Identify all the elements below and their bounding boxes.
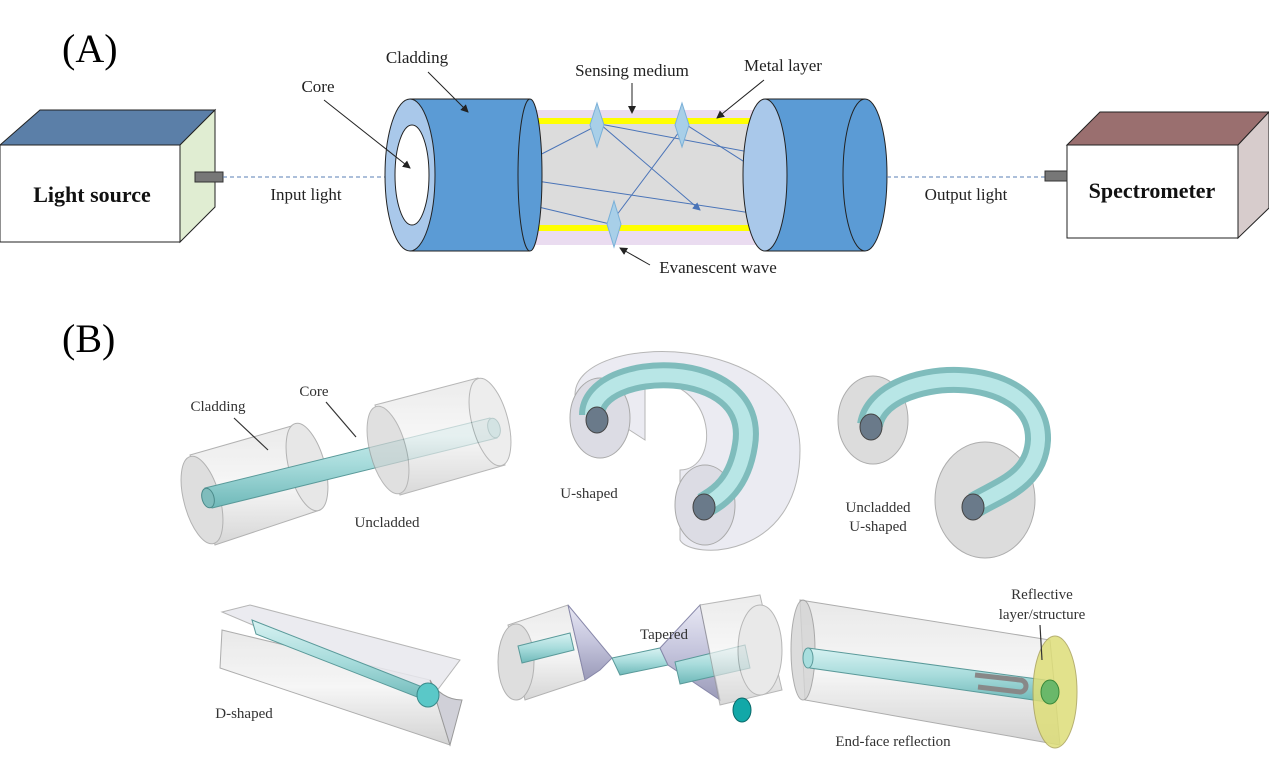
left-cladding-cylinder [384, 98, 543, 252]
uncladded-fiber [180, 377, 512, 546]
light-source-label: Light source [33, 182, 151, 207]
core-leader [323, 99, 411, 169]
core-label: Core [301, 77, 334, 96]
sensing-region [520, 110, 765, 245]
cladding-leader [427, 71, 469, 113]
unclad-cladding-label: Cladding [191, 399, 246, 415]
input-light-label: Input light [270, 185, 342, 204]
reflective-layer-leader [1039, 624, 1043, 661]
u-shaped-fiber [569, 351, 801, 551]
uncladded-u-line1: Uncladded [846, 500, 911, 516]
uncladded-label: Uncladded [355, 515, 420, 531]
evanescent-wave-marks [589, 101, 690, 249]
sensing-medium-label: Sensing medium [575, 61, 689, 80]
tapered-label: Tapered [640, 627, 689, 643]
evanescent-wave-label: Evanescent wave [659, 258, 777, 277]
uncladded-u-line2: U-shaped [849, 519, 907, 535]
end-face-line1: Reflective [1011, 587, 1073, 603]
end-face-reflection-fiber [790, 599, 1078, 749]
light-source-box [0, 108, 224, 244]
panel-b-label: (B) [62, 316, 115, 361]
end-face-line2: layer/structure [999, 607, 1086, 623]
right-cladding-cylinder [742, 98, 888, 252]
output-light-label: Output light [925, 185, 1008, 204]
u-shaped-label: U-shaped [560, 486, 618, 502]
metal-layer-leader [716, 79, 765, 119]
metal-layer-label: Metal layer [744, 56, 822, 75]
unclad-core-label: Core [299, 384, 329, 400]
spectrometer-label: Spectrometer [1089, 178, 1216, 203]
unclad-core-leader [325, 401, 357, 438]
end-face-reflection-label: End-face reflection [835, 734, 951, 750]
d-shaped-fiber [219, 604, 463, 747]
spectrometer-box [1044, 111, 1269, 240]
evanescent-wave-leader [619, 247, 651, 266]
unclad-cladding-leader [233, 417, 269, 451]
cladding-label: Cladding [386, 48, 449, 67]
d-shaped-label: D-shaped [215, 706, 273, 722]
panel-a-label: (A) [62, 26, 118, 71]
tapered-fiber [497, 594, 783, 723]
uncladded-u-shaped-fiber [837, 367, 1052, 559]
